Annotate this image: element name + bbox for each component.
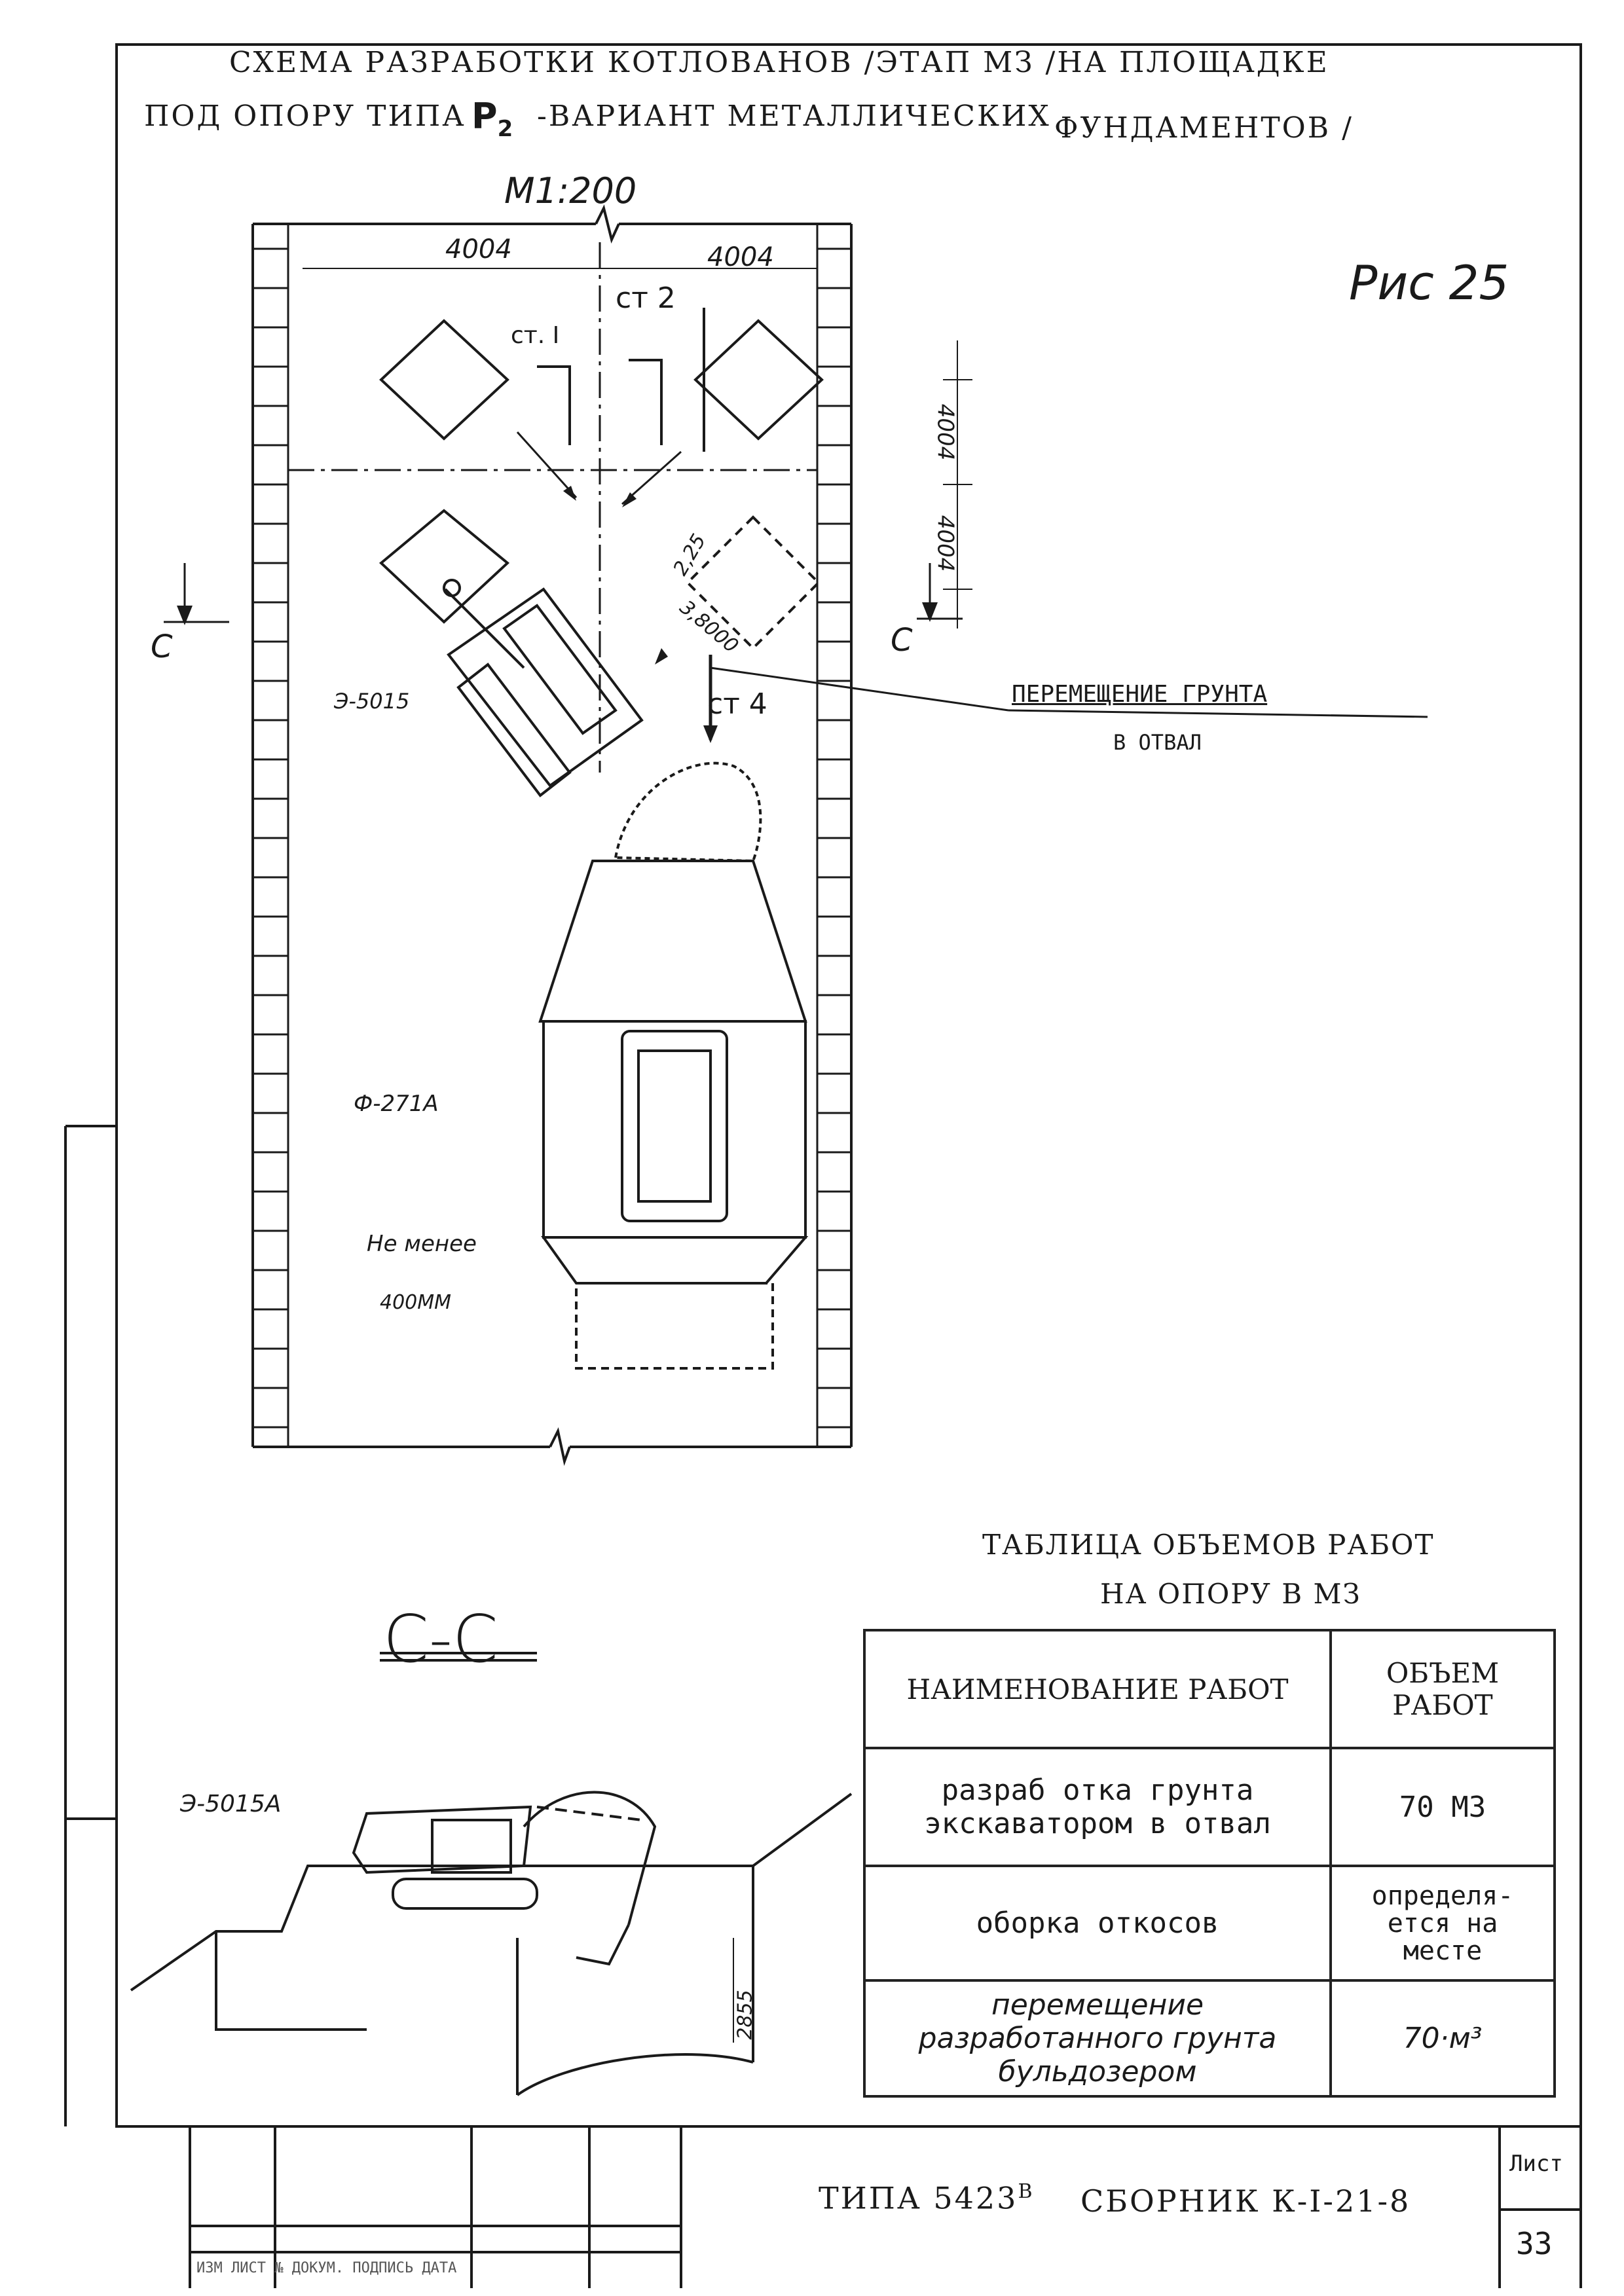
table-row: оборка откосов определя- ется на месте [863,1865,1556,1982]
collection-code: СБОРНИК К-I-21-8 [1080,2183,1411,2219]
excavator-section [352,1791,657,1966]
volume-table: НАИМЕНОВАНИЕ РАБОТ ОБЪЕМ РАБОТ разраб от… [863,1629,1556,2098]
callout-soil-move-line1: ПЕРЕМЕЩЕНИЕ ГРУНТА [1012,681,1268,708]
foundation-1 [379,319,509,441]
clearance-note-line2: 400ММ [380,1291,452,1314]
section-excavator-label: Э-5015А [180,1791,282,1817]
drawing-title-line2-end: ФУНДАМЕНТОВ / [1054,111,1354,145]
drawing-title-line1: СХЕМА РАЗРАБОТКИ КОТЛОВАНОВ /ЭТАП МЗ /НА… [229,46,1329,79]
stand-1-label: ст. I [511,322,560,349]
support-type-p: Р2 [471,96,513,142]
section-arrow-icon [177,486,938,743]
row-name: оборка откосов [863,1865,1332,1982]
dim-right: 4004 [707,242,774,272]
sheet-frame [115,43,1582,2128]
dim-left: 4004 [445,234,512,264]
sheet-number: 33 [1516,2226,1553,2261]
row-name: разраб отка грунта экскаватором в отвал [863,1747,1332,1867]
drawing-title-line2-prefix: ПОД ОПОРУ ТИПА [144,100,466,133]
stand-4-label: ст 4 [707,687,767,721]
support-type-letter: Р [471,96,498,137]
stand-2-label: ст 2 [616,282,676,315]
bulldozer-plan [538,860,809,1370]
drawing-code-main: ТИПА 5423 [819,2180,1018,2216]
dim-vertical-2: 4004 [932,515,959,572]
excavator-plan [443,579,644,797]
excavator-label: Э-5015 [334,689,410,714]
title-block-row-labels: ИЗМ ЛИСТ № ДОКУМ. ПОДПИСЬ ДАТА [196,2260,457,2276]
foundation-3 [378,509,510,624]
table-row: перемещение разработанного грунта бульдо… [863,1979,1556,2098]
plan-scale: М1:200 [504,170,637,211]
slope-hatching-left [253,224,289,1447]
row-volume: 70 МЗ [1329,1747,1556,1867]
table-title-line2: НА ОПОРУ В МЗ [1100,1578,1361,1610]
section-view [130,1652,853,2096]
col-header-volume: ОБЪЕМ РАБОТ [1329,1629,1556,1749]
slope-hatching-right [816,224,851,1447]
row-name: перемещение разработанного грунта бульдо… [863,1979,1332,2098]
row-volume: определя- ется на месте [1329,1865,1556,1982]
table-title-line1: ТАБЛИЦА ОБЪЕМОВ РАБОТ [982,1529,1435,1561]
callout-soil-move-line2: В ОТВАЛ [1113,730,1202,755]
section-depth: 2855 [733,1990,757,2040]
dim-vertical-1: 4004 [932,403,959,461]
foundation-2 [693,319,824,441]
drawing-code-sup: В [1018,2180,1035,2203]
bulldozer-label: Ф-271А [354,1091,439,1117]
section-mark-right: С [891,622,913,659]
drawing-title-line2-suffix: -ВАРИАНТ МЕТАЛЛИЧЕСКИХ [537,100,1051,133]
section-mark-left: С [151,629,173,665]
section-title: С-С [383,1601,498,1677]
table-header-row: НАИМЕНОВАНИЕ РАБОТ ОБЪЕМ РАБОТ [863,1629,1556,1749]
row-volume: 70·м³ [1329,1979,1556,2098]
col-header-name: НАИМЕНОВАНИЕ РАБОТ [863,1629,1332,1749]
sheet-label: Лист [1509,2151,1563,2177]
table-row: разраб отка грунта экскаватором в отвал … [863,1747,1556,1867]
drawing-code: ТИПА 5423В [819,2180,1034,2215]
clearance-note-line1: Не менее [367,1231,477,1257]
spoil-pile [614,761,762,863]
figure-label: Рис 25 [1349,255,1509,310]
support-type-subscript: 2 [497,115,513,142]
plan-view [251,204,853,1467]
